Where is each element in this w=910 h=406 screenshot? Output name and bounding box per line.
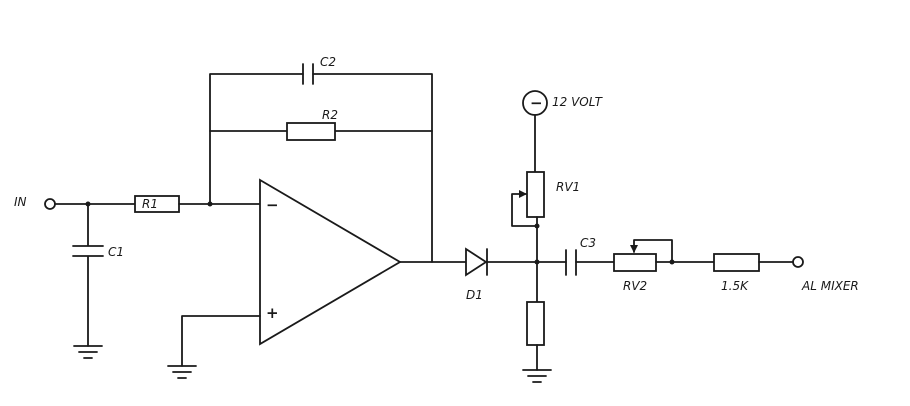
rv2-label: RV2 (623, 279, 647, 293)
non-inverting-wire (181, 315, 261, 367)
potentiometer-rv2 (613, 253, 657, 272)
opamp-minus-sign: − (266, 196, 279, 214)
output-terminal (792, 256, 804, 268)
output-label: AL MIXER (801, 279, 859, 293)
rv2-wiper (630, 239, 673, 263)
feedback-wire-c2 (209, 73, 433, 263)
c1-label: C1 (108, 245, 124, 259)
ground-symbol-c1 (73, 345, 103, 359)
r1-label: R1 (142, 197, 158, 211)
capacitor-c1 (72, 203, 104, 347)
r-out-label: 1.5K (721, 279, 749, 293)
diode-d1 (465, 247, 488, 277)
potentiometer-rv1 (526, 171, 545, 218)
ground-symbol-lower (522, 369, 552, 383)
input-terminal (44, 198, 56, 210)
c3-label: C3 (580, 236, 596, 250)
opamp-plus-sign: + (266, 304, 279, 322)
c2-label: C2 (320, 55, 336, 69)
capacitor-c3 (565, 249, 577, 276)
rv1-wiper (511, 190, 538, 227)
input-label: IN (14, 195, 27, 209)
supply-symbol: − (530, 94, 543, 112)
r2-label: R2 (322, 108, 338, 122)
resistor-lower (526, 301, 545, 346)
ground-symbol-opamp (167, 365, 197, 379)
supply-label: 12 VOLT (552, 95, 604, 109)
capacitor-c2 (302, 63, 314, 85)
resistor-1-5k (713, 253, 760, 272)
opamp-triangle (259, 178, 402, 346)
rv1-label: RV1 (556, 180, 580, 194)
d1-label: D1 (466, 288, 483, 302)
rv2-junction (669, 259, 675, 265)
resistor-r2 (286, 122, 336, 141)
